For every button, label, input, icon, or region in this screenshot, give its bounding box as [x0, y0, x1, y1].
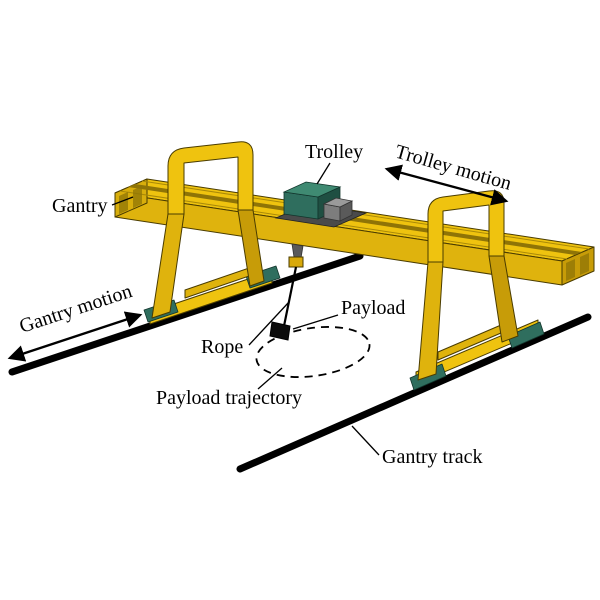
- trolley-label: Trolley: [305, 141, 363, 163]
- hoist-hook-block: [288, 243, 304, 268]
- trolley-hoist-top: [282, 181, 342, 198]
- payload-trajectory-label: Payload trajectory: [156, 387, 302, 409]
- right-support-leg: [409, 190, 545, 391]
- beam-left-cap-girder-mark: [133, 186, 142, 208]
- hook-block: [288, 256, 304, 268]
- gantry-track-rear-rail: [236, 313, 592, 473]
- trolley-motion-arrow: [384, 164, 509, 206]
- gantry-motion-label: Gantry motion: [17, 280, 135, 338]
- rope-label: Rope: [201, 336, 243, 358]
- trolley-leader-line: [316, 162, 331, 185]
- beam-right-cap-girder-mark: [580, 253, 589, 275]
- payload-trajectory-leader-line: [257, 367, 283, 390]
- beam-left-cap-girder-mark: [119, 192, 128, 214]
- hook-bracket: [291, 243, 304, 259]
- rope-line: [282, 266, 298, 327]
- trolley-unit: [274, 181, 368, 228]
- gantry-label: Gantry: [52, 195, 108, 217]
- gantry-track-label: Gantry track: [382, 446, 483, 468]
- rope-leader-line: [248, 301, 290, 346]
- gantry-crane-illustration: [114, 141, 595, 391]
- payload-box: [269, 321, 291, 341]
- gantry-bridge-beam: [114, 178, 595, 286]
- gantry-leader-line: [111, 196, 134, 206]
- payload-leader-line: [292, 314, 339, 330]
- trolley-motor-top: [322, 197, 354, 208]
- right-wheel-block-inner: [507, 321, 545, 349]
- payload-label: Payload: [341, 297, 405, 319]
- payload-trajectory-ellipse: [255, 326, 371, 378]
- beam-right-cap-girder-mark: [566, 259, 575, 281]
- gantry-track-leader-line: [351, 425, 380, 456]
- left-support-leg: [143, 141, 281, 325]
- gantry-motion-arrow: [7, 311, 143, 362]
- left-support-arch: [167, 141, 254, 215]
- beam-girder-edge-rear: [141, 180, 590, 250]
